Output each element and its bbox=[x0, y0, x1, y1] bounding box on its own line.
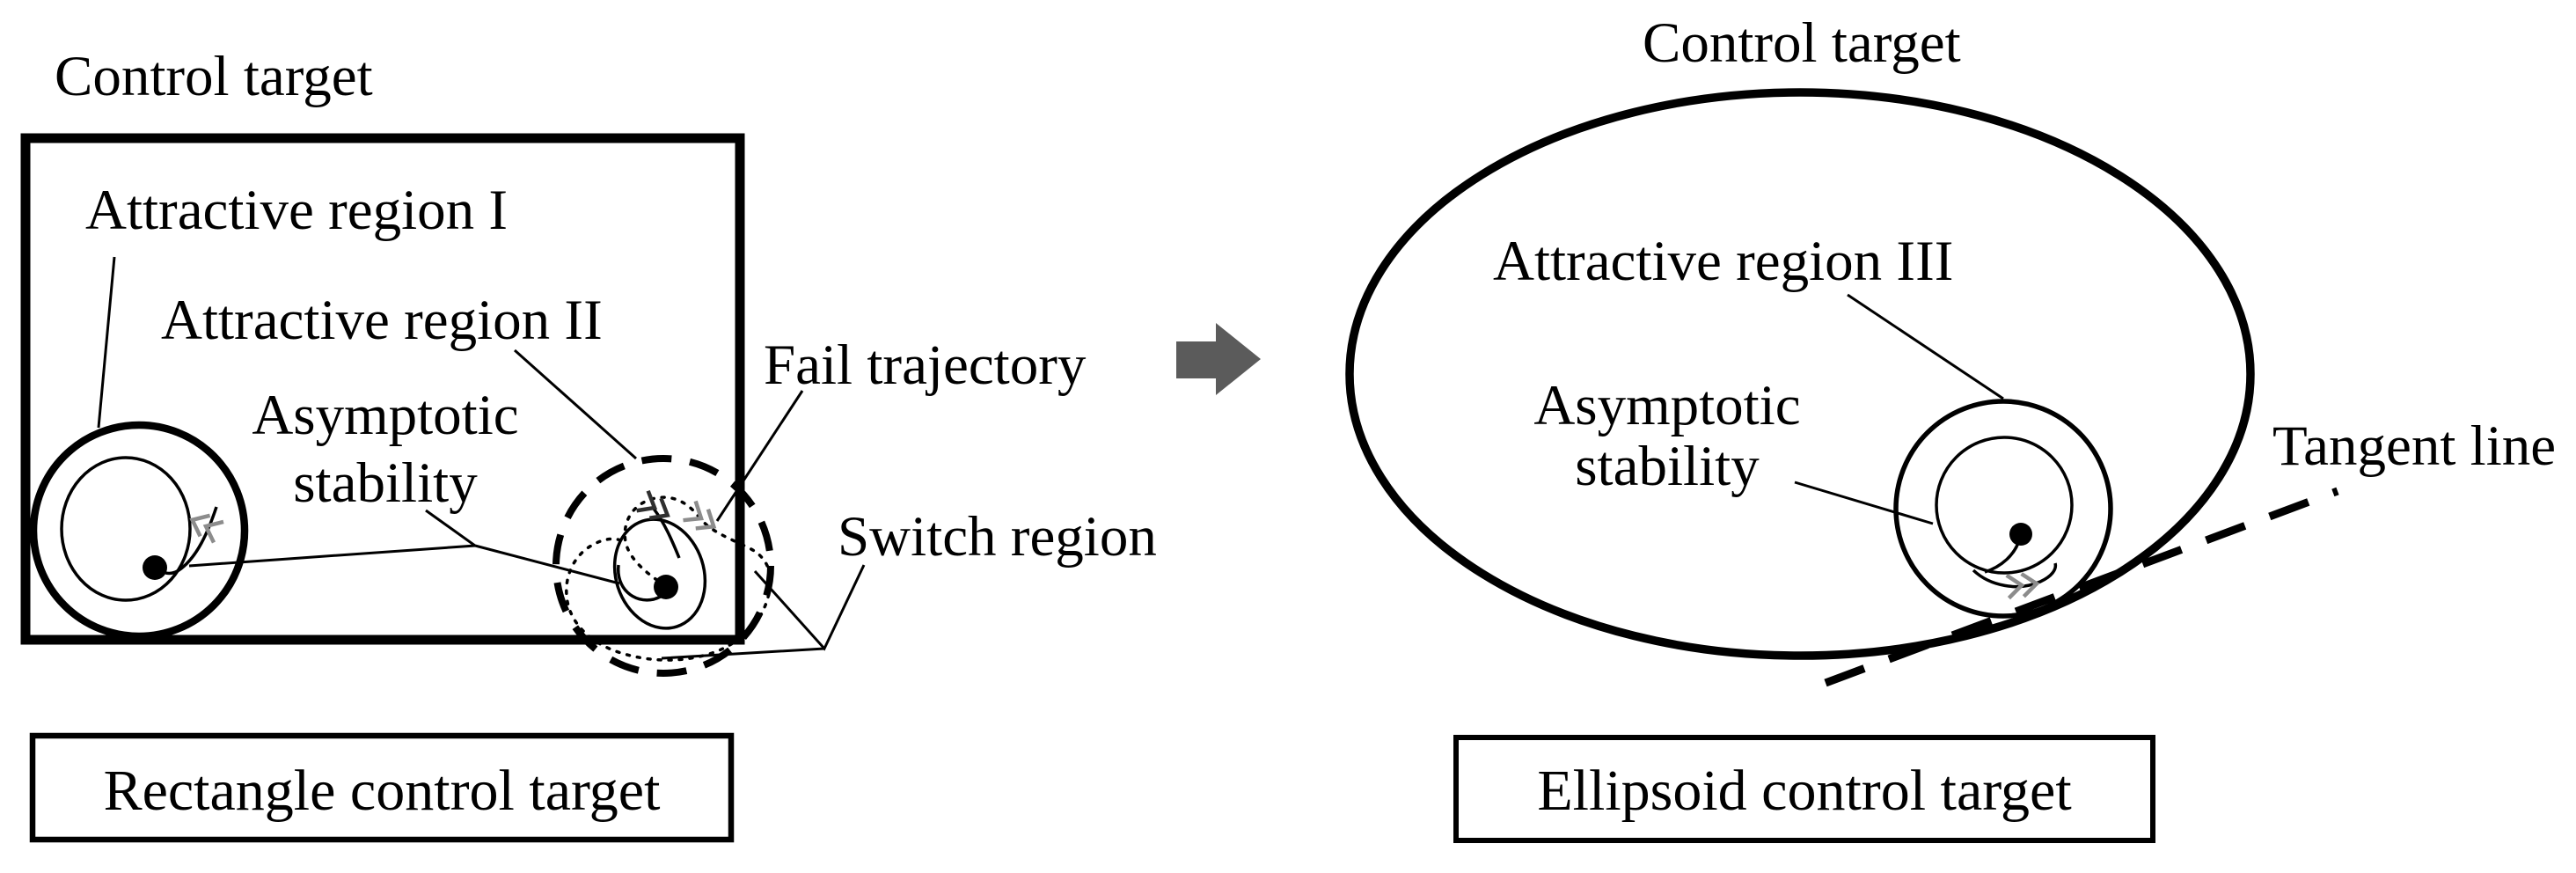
left-equilibrium-dot bbox=[143, 555, 167, 580]
switch-region-label: Switch region bbox=[838, 505, 1157, 569]
attractive-region-2-dashed-circle bbox=[553, 455, 774, 677]
left-title: Control target bbox=[55, 45, 373, 108]
fail-trajectory-dotted-path bbox=[565, 495, 772, 662]
transform-arrow-icon bbox=[1176, 323, 1261, 395]
right-equilibrium-dot bbox=[2009, 523, 2032, 546]
left-asymptotic-label-line2: stability bbox=[293, 451, 478, 515]
control-target-rectangle bbox=[20, 133, 745, 645]
right-title: Control target bbox=[1643, 11, 1961, 75]
control-target-ellipse bbox=[1345, 88, 2255, 660]
attractive-region-1-label: Attractive region I bbox=[85, 179, 508, 242]
attractive-region-2-leader bbox=[514, 348, 637, 460]
right-cluster-inner-orbit bbox=[612, 517, 707, 630]
attractive-region-3-label: Attractive region III bbox=[1493, 230, 1953, 293]
fail-trajectory-leader bbox=[715, 390, 804, 522]
left-caption-box bbox=[29, 732, 735, 843]
fail-trajectory-label: Fail trajectory bbox=[764, 334, 1087, 397]
right-inner-orbit bbox=[1935, 436, 2074, 575]
right-asymptotic-label-line1: Asymptotic bbox=[1533, 374, 1800, 437]
right-cluster-orbit-tail bbox=[652, 507, 681, 559]
left-caption: Rectangle control target bbox=[104, 759, 661, 823]
left-asymptotic-label-line1: Asymptotic bbox=[252, 384, 518, 447]
switch-region-leader bbox=[661, 564, 866, 660]
asymptotic-stability-leader-right bbox=[1794, 481, 1934, 525]
attractive-region-1-circle bbox=[29, 421, 249, 641]
right-asymptotic-label-line2: stability bbox=[1575, 435, 1760, 498]
asymptotic-stability-leader-left bbox=[188, 509, 620, 585]
rectangle-target-figure: Control target Attractive region I Attra… bbox=[20, 45, 1157, 843]
left-inner-orbit bbox=[60, 456, 192, 602]
attractive-region-3-circle bbox=[1893, 399, 2113, 619]
attractive-region-1-leader bbox=[97, 256, 116, 429]
attractive-region-3-leader bbox=[1847, 293, 2004, 400]
right-spiral-arc bbox=[1972, 562, 2058, 589]
attractive-region-2-label: Attractive region II bbox=[161, 289, 603, 352]
right-caption-box bbox=[1453, 735, 2155, 843]
ellipsoid-target-figure: Control target Attractive region III Asy… bbox=[1345, 11, 2556, 843]
right-caption: Ellipsoid control target bbox=[1537, 759, 2071, 823]
tangent-dashed-line bbox=[1824, 487, 2339, 687]
tangent-line-label: Tangent line bbox=[2272, 414, 2556, 478]
